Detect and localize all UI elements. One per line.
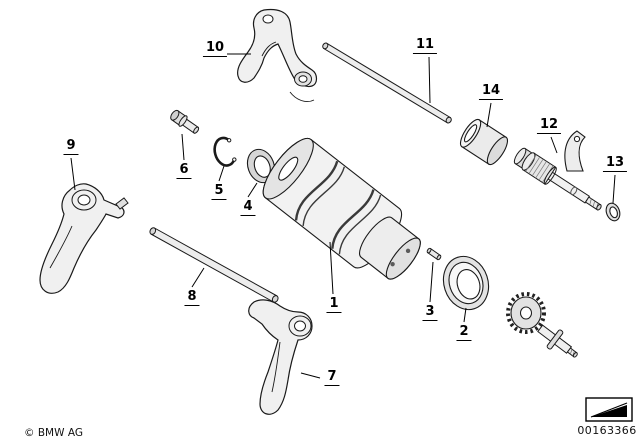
leader-line-7	[300, 372, 321, 379]
leader-line-1	[329, 241, 334, 295]
part-12-selector-shaft	[513, 130, 602, 211]
part-label-10[interactable]: 10	[202, 40, 228, 57]
part-5-snap-ring	[213, 136, 237, 167]
leader-line-14	[486, 102, 492, 128]
detent-gear-assembly	[506, 292, 578, 358]
leader-line-3	[429, 261, 434, 303]
leader-line-4	[247, 182, 258, 198]
main-group-icon	[585, 397, 633, 422]
image-number: 00163366	[577, 424, 637, 437]
part-label-11[interactable]: 11	[412, 37, 438, 54]
part-3-pin	[426, 247, 442, 261]
part-2-bearing-ring	[442, 255, 490, 311]
part-label-14[interactable]: 14	[478, 83, 504, 100]
copyright-notice: © BMW AG	[24, 427, 83, 439]
part-10-shift-fork	[237, 8, 318, 103]
part-label-3[interactable]: 3	[422, 304, 438, 321]
part-11-shift-rod	[322, 42, 452, 124]
part-1-selector-drum	[262, 137, 421, 280]
part-label-12[interactable]: 12	[536, 117, 562, 134]
part-label-4[interactable]: 4	[240, 199, 256, 216]
leader-line-5	[218, 165, 225, 182]
part-4-ring	[246, 148, 276, 184]
part-label-1[interactable]: 1	[326, 296, 342, 313]
part-7-shift-fork	[248, 299, 313, 415]
part-label-13[interactable]: 13	[602, 155, 628, 172]
part-label-7[interactable]: 7	[324, 369, 340, 386]
part-label-5[interactable]: 5	[211, 183, 227, 200]
part-label-6[interactable]: 6	[176, 162, 192, 179]
part-6-bolt	[170, 109, 200, 134]
leader-line-6	[181, 133, 185, 161]
leader-line-13	[612, 174, 616, 204]
part-label-2[interactable]: 2	[456, 324, 472, 341]
part-9-shift-fork	[39, 183, 129, 294]
leader-line-9	[70, 157, 76, 191]
part-8-shift-rod	[149, 227, 279, 303]
part-13-washer	[605, 202, 621, 222]
leader-lines	[70, 53, 616, 379]
leader-line-2	[463, 307, 467, 323]
part-14-bushing	[459, 118, 509, 166]
part-label-9[interactable]: 9	[63, 138, 79, 155]
part-label-8[interactable]: 8	[184, 289, 200, 306]
leader-line-8	[191, 267, 205, 288]
leader-line-11	[428, 56, 431, 104]
leader-line-12	[550, 136, 558, 154]
